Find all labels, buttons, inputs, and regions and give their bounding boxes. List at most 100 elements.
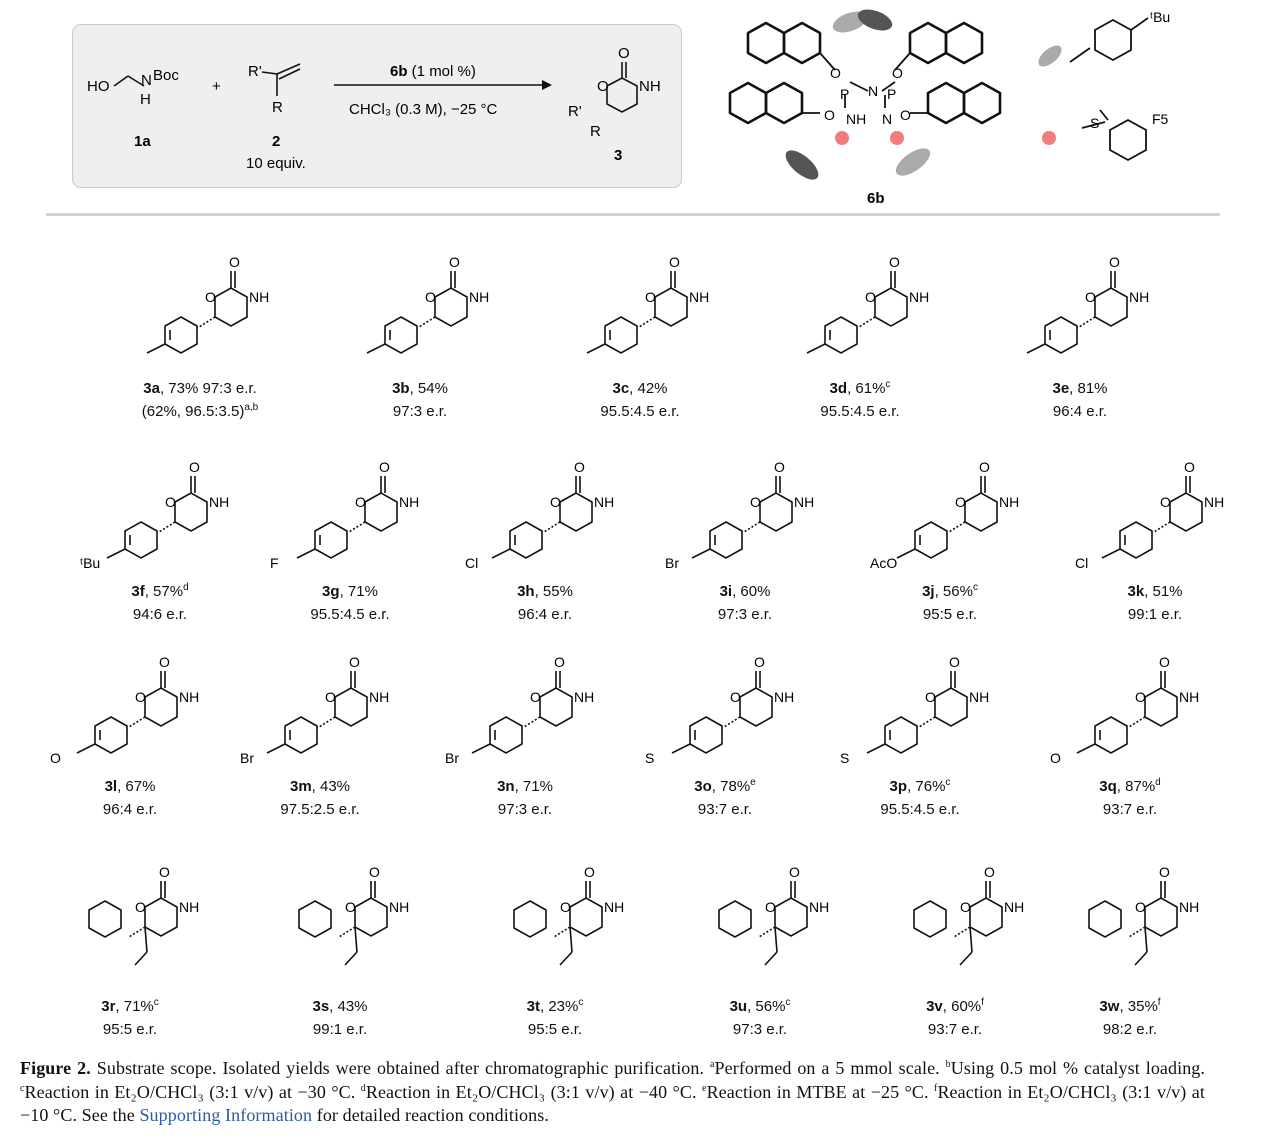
conditions-label: CHCl₃ (0.3 M), −25 °C (349, 101, 498, 118)
svg-text:6b (1 mol %): 6b (1 mol %) (390, 63, 476, 80)
atom-label: O (425, 289, 436, 305)
footnote-mark: c (885, 379, 891, 390)
atom-label: O (135, 899, 146, 915)
ring-o: O (597, 78, 609, 95)
footnote-mark: f (1157, 997, 1161, 1008)
yield: , 35% (1119, 998, 1158, 1015)
n-label: N (141, 72, 152, 89)
yield: , 56% (934, 583, 973, 600)
yield: , 73% 97:3 e.r. (159, 380, 257, 397)
compound-id: 3k (1127, 583, 1145, 600)
yield: , 87% (1116, 778, 1156, 795)
compound-id: 3a (143, 380, 160, 397)
atom-label: O (1135, 899, 1146, 915)
atom-label: O (754, 654, 765, 670)
yield: , 60% (942, 998, 982, 1015)
atom-label: NH (179, 899, 199, 915)
cat-nh: NH (846, 111, 866, 127)
product-label-3n: 3n, 71%97:3 e.r. (497, 778, 553, 819)
er-value: 93:7 e.r. (927, 1021, 983, 1038)
er-value: 96:4 e.r. (517, 606, 573, 623)
footnote-mark: c (153, 997, 159, 1008)
er-value: (62%, 96.5:3.5) (141, 403, 245, 420)
atom-label: O (730, 689, 741, 705)
atom-label: O (369, 864, 380, 880)
footnote-mark: d (1155, 777, 1161, 788)
er-value: 95.5:4.5 e.r. (310, 606, 390, 623)
er-value: 95:5 e.r. (102, 1021, 158, 1038)
compound-id: 3o (694, 778, 712, 795)
compound-id: 3m (289, 778, 312, 795)
reaction-scheme: HO N Boc H 1a + R' R 2 10 equiv. 6b (1 m… (87, 45, 661, 172)
catalyst-loading: (1 mol %) (408, 63, 476, 80)
er-value: 96:4 e.r. (1052, 403, 1108, 420)
footnote-f-mark: f (934, 1082, 938, 1094)
compound-id: 3q (1099, 778, 1117, 795)
footnote-c-mark: c (20, 1082, 25, 1094)
carbonyl-o: O (618, 45, 630, 62)
compound-id: 3b (392, 380, 410, 397)
f5-label: F5 (1152, 111, 1169, 127)
atom-label: O (1085, 289, 1096, 305)
atom-label: O (960, 899, 971, 915)
product-label-3g: 3g, 71%95.5:4.5 e.r. (310, 583, 389, 624)
atom-label: O (955, 494, 966, 510)
er-value: 95.5:4.5 e.r. (600, 403, 680, 420)
cat-o3: O (824, 107, 835, 123)
equiv-label: 10 equiv. (246, 155, 306, 172)
footnote-f: Reaction in Et₂O/CHCl₃ (3:1 v/v) at −10 … (20, 1081, 1205, 1126)
cat-n: N (868, 83, 878, 99)
yield: , 61% (847, 380, 886, 397)
atom-label: O (774, 459, 785, 475)
product-label-3c: 3c, 42%95.5:4.5 e.r. (600, 380, 679, 421)
atom-label: NH (249, 289, 269, 305)
er-value: 97:3 e.r. (717, 606, 773, 623)
ring-nh: NH (639, 78, 661, 95)
product-label-3h: 3h, 55%96:4 e.r. (517, 583, 573, 624)
atom-label: NH (794, 494, 814, 510)
compound-id: 3i (719, 583, 733, 600)
atom-label: O (1109, 254, 1120, 270)
compound-id: 3d (829, 380, 848, 397)
er-value: 97:3 e.r. (497, 801, 553, 818)
compound-2-label: 2 (272, 133, 280, 150)
atom-label: O (165, 494, 176, 510)
er-value: 95:5 e.r. (922, 606, 978, 623)
compound-id: 3w (1099, 998, 1120, 1015)
atom-label: O (50, 750, 61, 766)
yield: , 42% (629, 380, 668, 397)
atom-label: NH (1179, 689, 1199, 705)
compound-id: 3t (526, 998, 540, 1015)
caption-text: Substrate scope. Isolated yields were ob… (90, 1058, 710, 1078)
yield: , 81% (1069, 380, 1108, 397)
catalyst-label: 6b (390, 63, 408, 80)
footnote-mark: e (750, 777, 756, 788)
er-value: 95.5:4.5 e.r. (880, 801, 960, 818)
atom-label: O (1159, 864, 1170, 880)
catalyst-6b-label: 6b (867, 190, 885, 207)
compound-id: 3v (926, 998, 943, 1015)
atom-label: NH (469, 289, 489, 305)
caption-end: for detailed reaction conditions. (312, 1105, 549, 1125)
atom-label: Br (445, 750, 459, 766)
atom-label: O (229, 254, 240, 270)
supporting-information-link[interactable]: Supporting Information (139, 1105, 313, 1125)
catalyst-6b-structure: O O P N P O NH N O 6b ᵗBu S F5 (728, 9, 1170, 207)
product-label-3a: 3a, 73% 97:3 e.r.(62%, 96.5:3.5)a,b (142, 380, 258, 421)
cat-p2: P (887, 86, 896, 102)
cat-n2: N (882, 111, 892, 127)
er-value: 95.5:4.5 e.r. (820, 403, 900, 420)
atom-label: NH (399, 494, 419, 510)
yield: , 43% (311, 778, 351, 795)
product-label-3s: 3s, 43%99:1 e.r. (312, 998, 367, 1039)
